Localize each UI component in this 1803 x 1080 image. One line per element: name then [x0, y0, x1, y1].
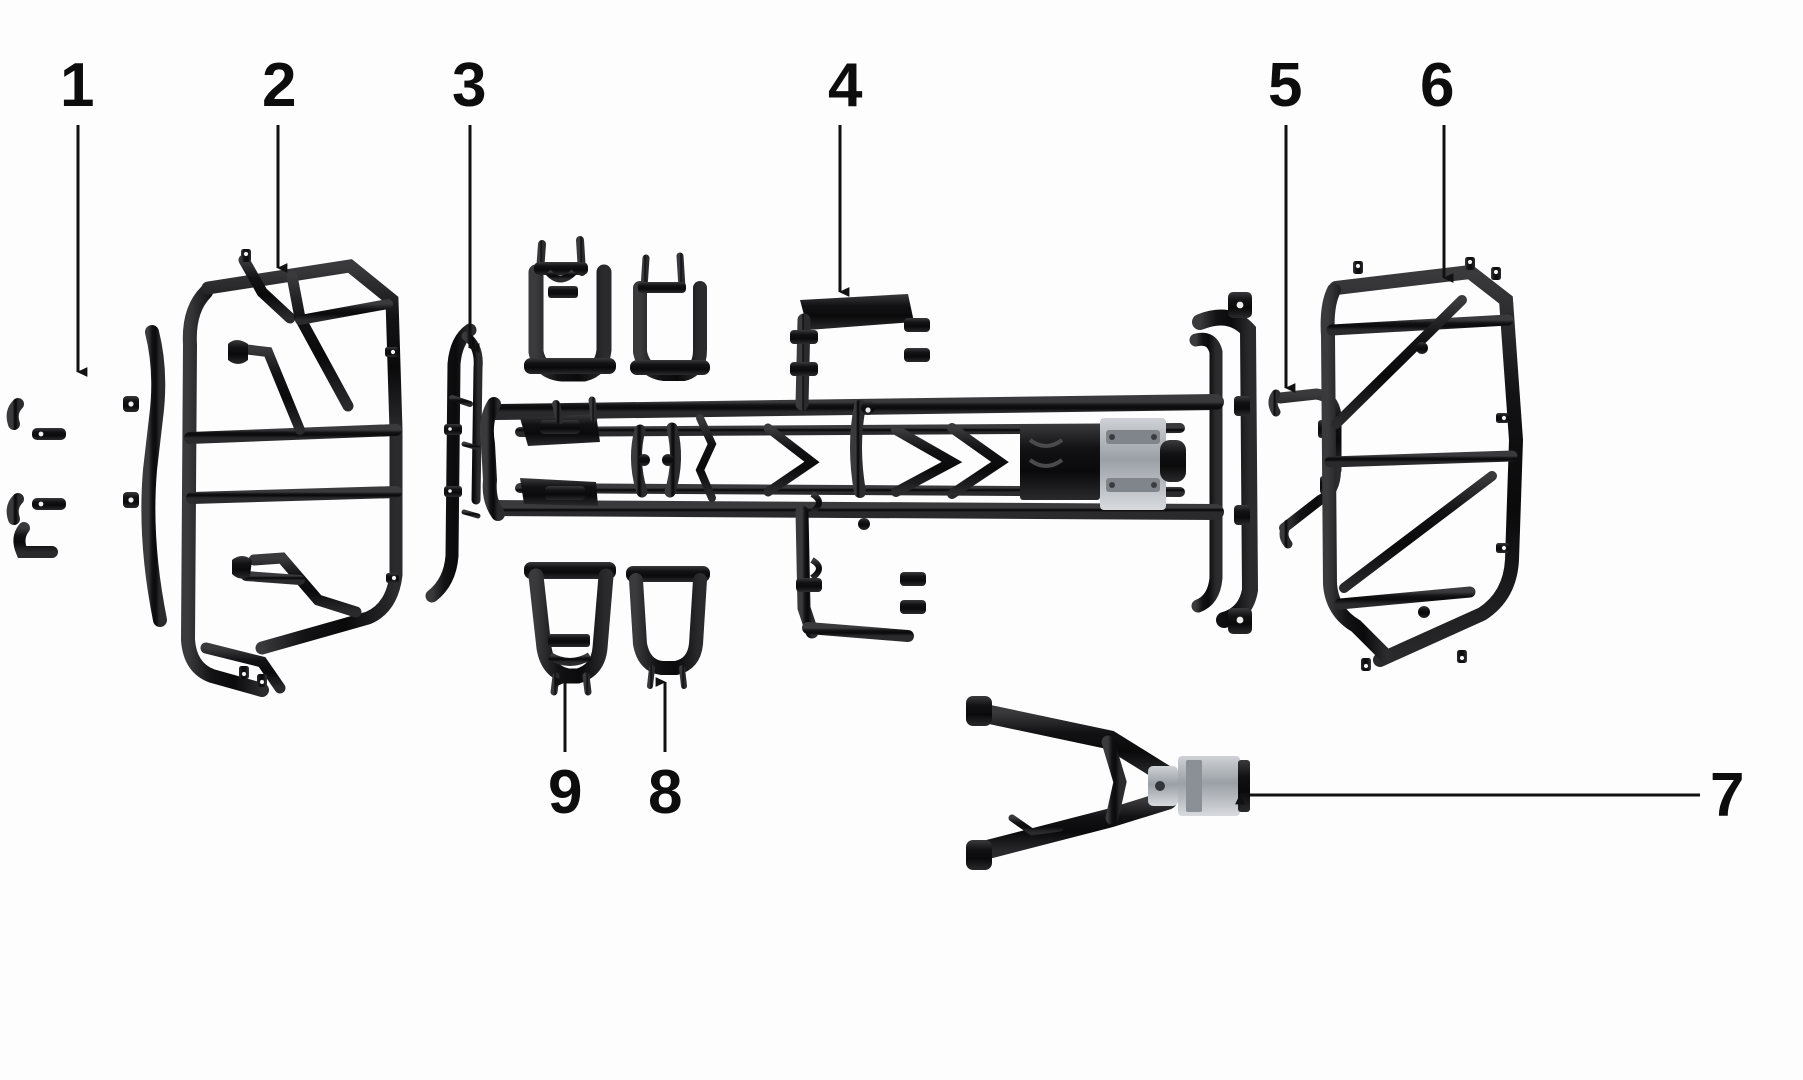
- part-upper-a-arm-right[interactable]: [630, 252, 710, 381]
- callout-label-3[interactable]: 3: [452, 51, 486, 120]
- callout-label-6[interactable]: 6: [1420, 51, 1454, 120]
- callout-label-9[interactable]: 9: [548, 758, 582, 827]
- callout-label-1[interactable]: 1: [60, 51, 94, 120]
- callout-label-8[interactable]: 8: [648, 758, 682, 827]
- callout-label-5[interactable]: 5: [1268, 51, 1302, 120]
- part-front-roll-cage[interactable]: [180, 249, 403, 697]
- part-lower-a-arm-right[interactable]: [626, 566, 710, 689]
- part-rear-roll-cage[interactable]: [1320, 257, 1524, 671]
- callout-label-4[interactable]: 4: [828, 51, 862, 120]
- part-lower-a-arm-pivot[interactable]: [966, 696, 1250, 870]
- part-main-chassis-frame[interactable]: [479, 292, 1259, 642]
- part-front-bumper-guard[interactable]: [6, 325, 167, 627]
- callout-label-2[interactable]: 2: [262, 51, 296, 120]
- callout-label-7[interactable]: 7: [1710, 761, 1744, 830]
- part-upper-a-arm-left[interactable]: [524, 236, 616, 382]
